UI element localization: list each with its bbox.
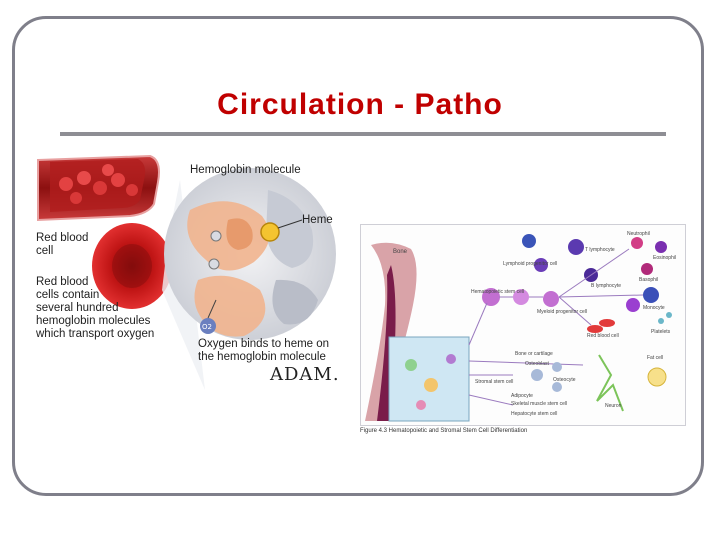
label-osteocyte: Osteocyte	[553, 377, 576, 383]
label-skeletal-muscle: Skeletal muscle stem cell	[511, 401, 567, 407]
label-b-lymphocyte: B lymphocyte	[591, 283, 621, 289]
label-neutrophil: Neutrophil	[627, 231, 650, 237]
label-adipocyte: Adipocyte	[511, 393, 533, 399]
label-basophil: Basophil	[639, 277, 658, 283]
figure-caption: Figure 4.3 Hematopoietic and Stromal Ste…	[360, 428, 527, 434]
label-fat-cell: Fat cell	[647, 355, 663, 361]
label-bone-or-cartilage: Bone or cartilage	[515, 351, 553, 357]
label-eosinophil: Eosinophil	[653, 255, 676, 261]
label-hemoglobin-molecule: Hemoglobin molecule	[190, 164, 301, 177]
svg-text:O2: O2	[202, 323, 212, 331]
blood-vessel	[38, 156, 159, 220]
label-lymphoid-stem-cell: Lymphoid progenitor cell	[503, 261, 557, 267]
label-bone: Bone	[393, 249, 407, 255]
label-myeloid-stem-cell: Myeloid progenitor cell	[537, 309, 587, 315]
label-hepatocyte: Hepatocyte stem cell	[511, 411, 557, 417]
label-red-blood-cell: Red blood cell	[587, 333, 619, 339]
title-underline	[60, 132, 666, 136]
label-red-blood-cell: Red blood cell	[36, 232, 88, 258]
label-stromal-stem-cell: Stromal stem cell	[475, 379, 513, 385]
label-neuron: Neuron	[605, 403, 621, 409]
hemoglobin-molecule-icon	[164, 168, 336, 340]
label-rbc-contain: Red blood cells contain several hundred …	[36, 276, 154, 341]
label-monocyte: Monocyte	[643, 305, 665, 311]
slide-title: Circulation - Patho	[0, 88, 720, 122]
label-heme: Heme	[302, 214, 333, 227]
adam-logo: ADAM.	[270, 364, 340, 385]
label-hematopoietic-stem-cell: Hematopoietic stem cell	[471, 289, 524, 295]
label-oxygen-binds: Oxygen binds to heme on the hemoglobin m…	[198, 338, 329, 364]
label-t-lymphocyte: T lymphocyte	[585, 247, 615, 253]
label-osteoblast: Osteoblast	[525, 361, 549, 367]
hematopoiesis-figure: Bone Hematopoietic stem cell Lymphoid pr…	[360, 224, 686, 426]
label-platelets: Platelets	[651, 329, 670, 335]
